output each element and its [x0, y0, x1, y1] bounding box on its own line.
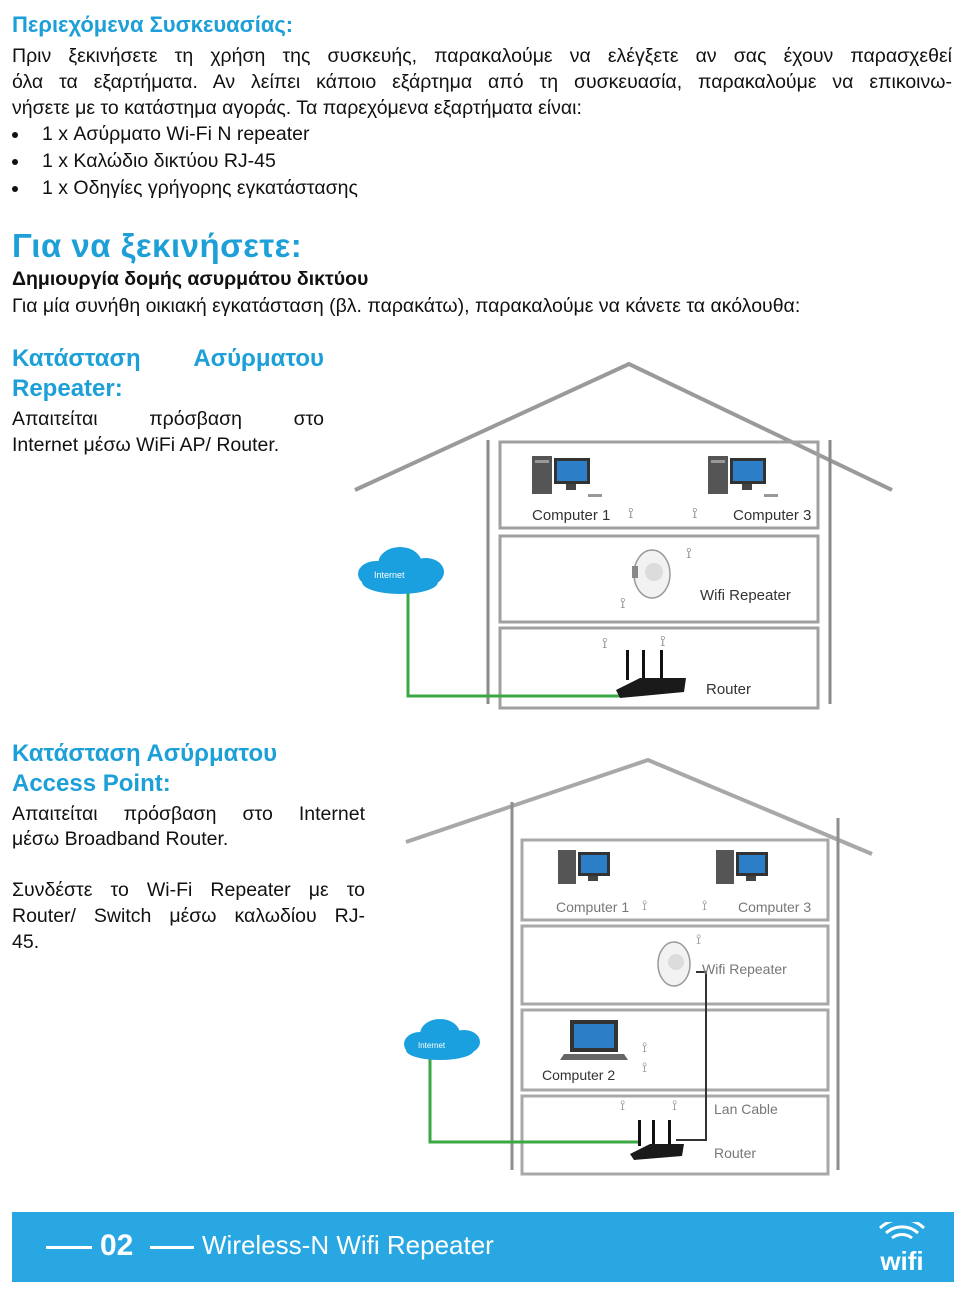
repeater-mode-text-line-1: Απαιτείται πρόσβαση στο: [12, 408, 324, 430]
computer-3-label: Computer 3: [738, 899, 811, 915]
repeater-mode-title-line-2: Repeater:: [12, 375, 123, 402]
product-name: Wireless-N Wifi Repeater: [202, 1230, 494, 1260]
ap-mode-text-line-2: μέσω Broadband Router.: [12, 828, 229, 850]
package-item: 1 x Καλώδιο δικτύου RJ-45: [0, 148, 358, 175]
wifi-signal-icon: ⟟: [620, 595, 626, 612]
ap-mode-title-line-2: Access Point:: [12, 770, 171, 797]
computer-icon: [558, 850, 610, 884]
ap-mode-title-line-1: Κατάσταση Ασύρματου: [12, 740, 278, 767]
house-roof: [405, 758, 873, 856]
wifi-signal-icon: ⟟: [628, 505, 634, 522]
computer-1-label: Computer 1: [532, 507, 610, 524]
wifi-signal-icon: ⟟: [642, 897, 647, 913]
floor-middle: [498, 534, 820, 624]
computer-icon: [532, 456, 602, 497]
ap-mode-diagram: Internet Computer 1 ⟟ ⟟ Computer 3 ⟟ Wif…: [404, 758, 873, 1176]
page-number: 02: [100, 1229, 134, 1262]
wifi-signal-icon: ⟟: [696, 931, 701, 947]
floor-top: [498, 440, 820, 530]
house-roof: [354, 361, 893, 492]
start-title: Για να ξεκινήσετε:: [12, 227, 303, 264]
wifi-signal-icon: ⟟: [620, 1097, 625, 1113]
footer-divider-right: [150, 1246, 194, 1249]
package-item: 1 x Οδηγίες γρήγορης εγκατάστασης: [0, 175, 358, 202]
footer-bar: 02 Wireless-N Wifi Repeater wifi: [12, 1212, 954, 1282]
wifi-signal-icon: ⟟: [702, 897, 707, 913]
wifi-signal-icon: ⟟: [642, 1059, 647, 1075]
wifi-repeater-label: Wifi Repeater: [700, 587, 791, 604]
internet-cable: [406, 592, 620, 698]
wifi-signal-icon: ⟟: [692, 505, 698, 522]
computer-icon: [716, 850, 768, 884]
floor-third: [520, 1008, 830, 1092]
computer-1-label: Computer 1: [556, 899, 629, 915]
internet-cable: [428, 1056, 638, 1144]
repeater-mode-title-line-1: Κατάσταση Ασύρματου: [12, 345, 324, 372]
package-items-list: 1 x Ασύρματο Wi-Fi N repeater 1 x Καλώδι…: [0, 121, 358, 202]
wifi-signal-icon: ⟟: [660, 633, 666, 650]
floor-top: [520, 838, 830, 922]
package-intro-line-2: όλα τα εξαρτήματα. Αν λείπει κάποιο εξάρ…: [12, 71, 952, 93]
router-icon: [630, 1120, 684, 1160]
wifi-signal-icon: ⟟: [672, 1097, 677, 1113]
laptop-icon: [560, 1020, 628, 1060]
computer-icon: [708, 456, 778, 497]
wifi-logo-icon: wifi: [878, 1222, 926, 1276]
floor-bottom: [520, 1094, 830, 1176]
wifi-signal-icon: ⟟: [602, 635, 608, 652]
internet-cloud-icon: [404, 1019, 480, 1060]
repeater-mode-diagram: Internet Computer 1 ⟟ ⟟ Computer 3 ⟟ ⟟ W…: [354, 361, 893, 710]
wifi-signal-icon: ⟟: [686, 545, 692, 562]
start-text: Για μία συνήθη οικιακή εγκατάσταση (βλ. …: [12, 295, 801, 317]
wifi-repeater-icon: [657, 941, 691, 987]
computer-2-label: Computer 2: [542, 1067, 615, 1083]
package-title: Περιεχόμενα Συσκευασίας:: [12, 12, 294, 37]
package-intro-line-3: νήσετε με το κατάστημα αγοράς. Τα παρεχό…: [12, 97, 582, 119]
wifi-repeater-label: Wifi Repeater: [702, 961, 787, 977]
cloud-label: Internet: [418, 1041, 446, 1050]
ap-mode-text-line-1: Απαιτείται πρόσβαση στο Internet: [12, 803, 365, 825]
wifi-signal-icon: ⟟: [642, 1039, 647, 1055]
package-item: 1 x Ασύρματο Wi-Fi N repeater: [0, 121, 358, 148]
cloud-label: Internet: [374, 570, 405, 580]
router-label: Router: [714, 1145, 756, 1161]
computer-3-label: Computer 3: [733, 507, 811, 524]
router-label: Router: [706, 681, 751, 698]
start-subtitle: Δημιουργία δομής ασυρμάτου δικτύου: [12, 268, 369, 290]
lan-cable: [676, 971, 707, 1141]
router-icon: [616, 650, 686, 698]
ap-mode-connect-line-1: Συνδέστε το Wi-Fi Repeater με το: [12, 879, 365, 901]
ap-mode-connect-line-2: Router/ Switch μέσω καλωδίου RJ-: [12, 905, 365, 927]
repeater-mode-text-line-2: Internet μέσω WiFi AP/ Router.: [12, 434, 280, 456]
footer-divider-left: [46, 1246, 92, 1249]
floor-second: [520, 924, 830, 1006]
svg-text:wifi: wifi: [879, 1246, 923, 1276]
wifi-repeater-icon: [632, 549, 671, 599]
lan-cable-label: Lan Cable: [714, 1101, 778, 1117]
ap-mode-connect-line-3: 45.: [12, 931, 40, 953]
package-intro-line-1: Πριν ξεκινήσετε τη χρήση της συσκευής, π…: [12, 45, 952, 67]
floor-bottom: [498, 626, 820, 710]
internet-cloud-icon: [358, 547, 444, 594]
